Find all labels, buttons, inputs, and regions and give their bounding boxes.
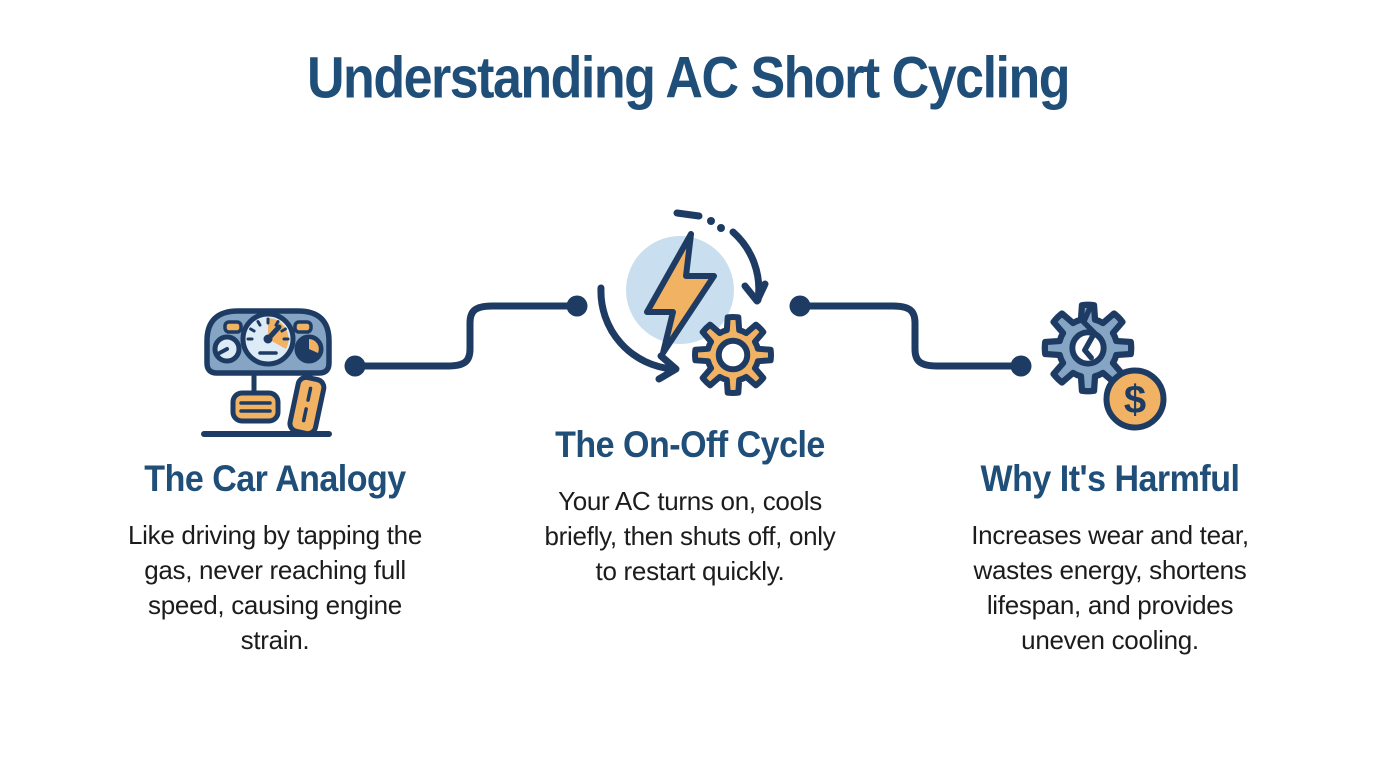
card-description: Increases wear and tear, wastes energy, …	[910, 518, 1310, 658]
cycle-arrow-left	[597, 284, 680, 383]
description-line: Like driving by tapping the	[128, 520, 422, 550]
description-line: strain.	[240, 625, 310, 655]
car-dashboard-pedals-icon	[201, 308, 332, 437]
speedometer-icon	[240, 311, 296, 367]
description-line: uneven cooling.	[1021, 625, 1199, 655]
card-why-harmful: Why It's Harmful Increases wear and tear…	[910, 458, 1310, 658]
cycle-arrow-right	[729, 228, 769, 305]
description-line: wastes energy, shortens	[973, 555, 1247, 585]
description-line: gas, never reaching full	[144, 555, 406, 585]
description-line: lifespan, and provides	[986, 590, 1234, 620]
card-title: Why It's Harmful	[980, 458, 1240, 500]
gear-icon	[692, 314, 774, 396]
description-line: to restart quickly.	[595, 556, 785, 586]
connector-line-2	[796, 302, 1025, 370]
page-title: Understanding AC Short Cycling	[307, 45, 1071, 111]
left-gauge-icon	[212, 334, 242, 364]
description-line: briefly, then shuts off, only	[544, 521, 836, 551]
description-line: Increases wear and tear,	[971, 520, 1249, 550]
card-title: The Car Analogy	[144, 458, 406, 500]
dollar-coin-icon: $	[1103, 367, 1167, 431]
description-line: Your AC turns on, cools	[558, 486, 822, 516]
brake-pedal-icon	[230, 370, 281, 424]
card-car-analogy: The Car Analogy Like driving by tapping …	[75, 458, 475, 658]
connector-dot	[566, 295, 588, 317]
indicator-light	[293, 320, 313, 334]
lightning-cycle-gear-icon	[597, 209, 774, 396]
dollar-sign: $	[1124, 378, 1146, 422]
card-on-off-cycle: The On-Off Cycle Your AC turns on, cools…	[490, 424, 890, 589]
connector-dot	[344, 355, 366, 377]
connector-line-1	[351, 302, 581, 370]
lightning-bolt-icon	[644, 231, 717, 356]
card-description: Like driving by tapping the gas, never r…	[75, 518, 475, 658]
right-gauge-icon	[294, 334, 324, 364]
description-line: speed, causing engine	[148, 590, 402, 620]
dashed-arc	[673, 209, 725, 232]
indicator-light	[223, 320, 243, 334]
connector-dot	[789, 295, 811, 317]
connector-dot	[1010, 355, 1032, 377]
gas-pedal-icon	[287, 370, 327, 437]
crack-line	[1080, 302, 1098, 361]
card-title: The On-Off Cycle	[555, 424, 825, 466]
card-description: Your AC turns on, cools briefly, then sh…	[490, 484, 890, 589]
broken-gear-dollar-icon: $	[1041, 301, 1167, 431]
